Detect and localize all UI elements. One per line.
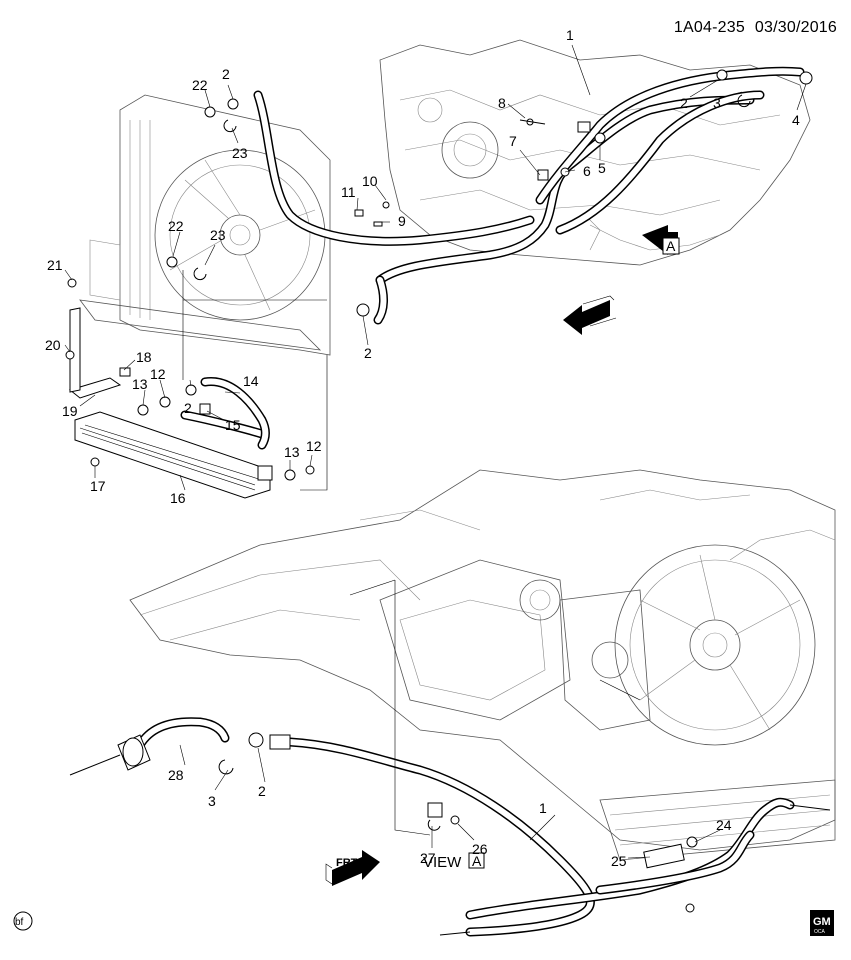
callout-26: 26 [472, 841, 488, 857]
callout-10: 10 [362, 173, 378, 189]
callout-2-lower: 2 [258, 783, 266, 799]
callout-24: 24 [716, 817, 732, 833]
gm-logo-text: GM [813, 916, 831, 928]
frt-arrow-upper: FRT [563, 295, 617, 335]
callout-1-lower: 1 [539, 800, 547, 816]
callout-16: 16 [170, 490, 186, 506]
cooler-line-lower [69, 717, 831, 937]
callout-15: 15 [225, 417, 241, 433]
callout-2-cooler: 2 [184, 400, 192, 416]
callout-11: 11 [341, 184, 356, 200]
callout-13-right: 13 [284, 444, 300, 460]
diagram-date: 03/30/2016 [754, 19, 837, 36]
view-a-label: VIEW A [423, 852, 485, 871]
engine-ghost-lower [129, 469, 836, 861]
callout-18: 18 [136, 349, 152, 365]
callout-6: 6 [583, 163, 591, 179]
callout-23-top: 23 [232, 145, 248, 161]
view-label: VIEW [423, 854, 462, 871]
cooler-hose-upper [253, 66, 805, 325]
callout-8: 8 [498, 95, 506, 111]
callout-27: 27 [420, 850, 436, 866]
callout-2-right: 2 [680, 95, 688, 111]
callout-5: 5 [598, 160, 606, 176]
callout-13-left: 13 [132, 376, 148, 392]
callout-23-mid: 23 [210, 227, 226, 243]
callout-1-upper: 1 [566, 27, 574, 43]
callout-labels: 1 2 2 3 4 5 6 7 8 9 10 11 12 12 13 13 14… [45, 27, 800, 869]
radiator-fan-shroud [79, 94, 331, 356]
diagram-header: 1A04-235 03/30/2016 [664, 19, 837, 37]
callout-2-hose: 2 [364, 345, 372, 361]
callout-2-top: 2 [222, 66, 230, 82]
callout-28: 28 [168, 767, 184, 783]
frt-arrow-lower: FRT [325, 850, 380, 886]
callout-7: 7 [509, 133, 517, 149]
view-arrow-letter: A [666, 238, 676, 254]
callout-19: 19 [62, 403, 78, 419]
callout-3-upper: 3 [713, 95, 721, 111]
bf-badge: bf [13, 911, 33, 931]
callout-20: 20 [45, 337, 61, 353]
callout-3-lower: 3 [208, 793, 216, 809]
view-letter: A [472, 853, 482, 869]
callout-4: 4 [792, 112, 800, 128]
view-a-arrow: A [642, 225, 680, 255]
guide-lines-upper [182, 270, 328, 491]
guide-lines-lower [349, 579, 641, 836]
diagram-id: 1A04-235 [673, 19, 745, 36]
trans-oil-cooler [68, 307, 273, 499]
callout-22-top: 22 [192, 77, 208, 93]
bf-badge-text: bf [15, 917, 24, 928]
callout-21: 21 [47, 257, 63, 273]
callout-12-left: 12 [150, 366, 166, 382]
frt-label-lower: FRT [336, 857, 358, 869]
gm-logo-subtext: OCA [814, 929, 826, 935]
callout-22-mid: 22 [168, 218, 184, 234]
callout-9: 9 [398, 213, 406, 229]
gm-logo: GM OCA [810, 910, 834, 936]
leader-lines [64, 44, 807, 859]
small-parts-upper [65, 69, 813, 481]
callout-25: 25 [611, 853, 627, 869]
callout-14: 14 [243, 373, 259, 389]
frt-label-upper: FRT [586, 309, 608, 321]
callout-17: 17 [90, 478, 106, 494]
callout-12-right: 12 [306, 438, 322, 454]
